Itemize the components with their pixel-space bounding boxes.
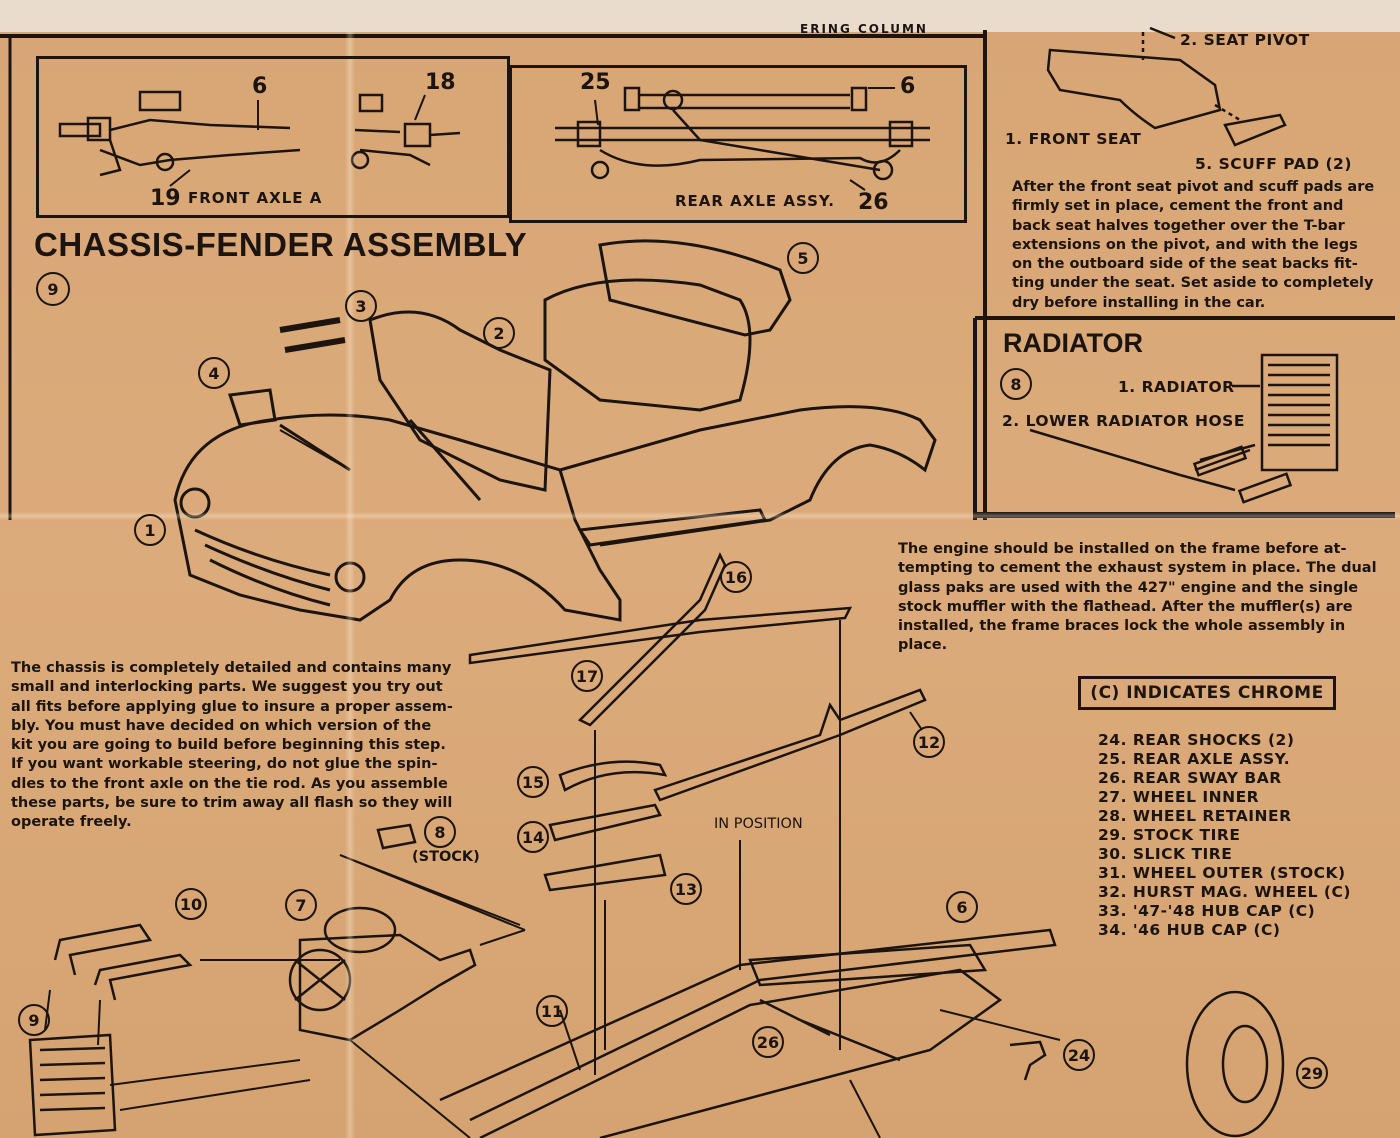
chassis-instruction-line: The chassis is completely detailed and c… <box>11 660 452 676</box>
seat-instructions: After the front seat pivot and scuff pad… <box>1012 178 1374 313</box>
callout-29: 29 <box>1296 1057 1328 1089</box>
lower-hose-label: 2. LOWER RADIATOR HOSE <box>1002 412 1245 430</box>
callout-3: 3 <box>345 290 377 322</box>
callout-9: 9 <box>18 1004 50 1036</box>
engine-instruction-line: glass paks are used with the 427" engine… <box>898 579 1359 596</box>
callout-14: 14 <box>517 821 549 853</box>
frame-drawing <box>439 552 1285 1138</box>
radiator-drawing <box>1029 353 1339 504</box>
callout-7: 7 <box>285 889 317 921</box>
callout-26: 26 <box>752 1026 784 1058</box>
chassis-instruction-line: small and interlocking parts. We suggest… <box>11 679 443 696</box>
callout-11: 11 <box>536 995 568 1027</box>
front-callout-18: 18 <box>425 70 456 95</box>
callout-8: 8 <box>424 816 456 848</box>
callout-10: 10 <box>175 888 207 920</box>
engine-instruction-line: place. <box>898 637 948 654</box>
chassis-instruction-line: dles to the front axle on the tie rod. A… <box>11 775 448 792</box>
engine-drawing <box>28 823 477 1137</box>
parts-list-item: 31. WHEEL OUTER (STOCK) <box>1098 864 1346 882</box>
parts-list-item: 33. '47-'48 HUB CAP (C) <box>1098 902 1316 920</box>
rear-axle-drawing <box>555 86 930 181</box>
parts-list: 24. REAR SHOCKS (2) 25. REAR AXLE ASSY. … <box>1098 731 1351 940</box>
parts-list-item: 26. REAR SWAY BAR <box>1098 769 1282 787</box>
paper-fold-vertical <box>345 32 355 1138</box>
callout-2: 2 <box>483 317 515 349</box>
chassis-section-title: CHASSIS-FENDER ASSEMBLY <box>34 226 528 263</box>
chassis-instruction-line: bly. You must have decided on which vers… <box>11 717 432 734</box>
callout-6: 6 <box>946 891 978 923</box>
front-axle-panel <box>36 56 510 218</box>
parts-list-item: 32. HURST MAG. WHEEL (C) <box>1098 883 1351 901</box>
parts-list-item: 34. '46 HUB CAP (C) <box>1098 921 1281 939</box>
rear-axle-caption: REAR AXLE ASSY. <box>675 192 835 210</box>
car-body-drawing <box>173 239 937 622</box>
parts-list-item: 30. SLICK TIRE <box>1098 845 1233 863</box>
callout-13: 13 <box>670 873 702 905</box>
front-axle-caption: FRONT AXLE A <box>188 189 323 207</box>
chrome-note: (C) INDICATES CHROME <box>1078 676 1336 710</box>
rear-callout-26: 26 <box>858 190 889 215</box>
seat-instruction-line: After the front seat pivot and scuff pad… <box>1012 179 1375 195</box>
chassis-instruction-line: If you want workable steering, do not gl… <box>11 756 438 773</box>
rear-callout-25: 25 <box>580 70 611 95</box>
front-seat-drawing <box>1046 26 1287 147</box>
radiator-step-number: 8 <box>1000 368 1032 400</box>
engine-instruction-line: The engine should be installed on the fr… <box>898 541 1347 557</box>
rear-axle-panel <box>509 65 967 223</box>
in-position-label: IN POSITION <box>714 816 803 832</box>
front-axle-drawing <box>58 90 461 177</box>
chassis-instruction-line: these parts, be sure to trim away all fl… <box>11 795 453 812</box>
engine-instruction-line: stock muffler with the flathead. After t… <box>898 598 1353 615</box>
callout-5: 5 <box>787 242 819 274</box>
parts-list-item: 28. WHEEL RETAINER <box>1098 807 1292 825</box>
seat-instruction-line: dry before installing in the car. <box>1012 294 1266 311</box>
callout-15: 15 <box>517 766 549 798</box>
seat-instruction-line: ting under the seat. Set aside to comple… <box>1012 275 1374 292</box>
stock-label: (STOCK) <box>412 849 480 865</box>
callout-1: 1 <box>134 514 166 546</box>
header-partial-text: ERING COLUMN <box>800 22 928 36</box>
radiator-label: 1. RADIATOR <box>1118 378 1235 396</box>
front-callout-6: 6 <box>252 74 268 99</box>
chassis-instruction-line: all fits before applying glue to insure … <box>11 698 453 715</box>
scanner-top-strip <box>0 0 1400 32</box>
chassis-instruction-line: kit you are going to build before beginn… <box>11 737 446 754</box>
seat-instruction-line: on the outboard side of the seat backs f… <box>1012 256 1358 273</box>
paper-fold-horizontal <box>0 512 1400 520</box>
chassis-instructions: The chassis is completely detailed and c… <box>11 659 453 833</box>
seat-pivot-label: 2. SEAT PIVOT <box>1180 31 1310 49</box>
callout-12: 12 <box>913 726 945 758</box>
scuff-pad-label: 5. SCUFF PAD (2) <box>1195 155 1352 173</box>
parts-list-item: 25. REAR AXLE ASSY. <box>1098 750 1291 768</box>
parts-list-item: 29. STOCK TIRE <box>1098 826 1241 844</box>
seat-instruction-line: back seat halves together over the T-bar <box>1012 217 1345 234</box>
chassis-step-number: 9 <box>36 272 70 306</box>
engine-instruction-line: installed, the frame braces lock the who… <box>898 618 1346 635</box>
engine-instructions: The engine should be installed on the fr… <box>898 540 1377 656</box>
callout-16: 16 <box>720 561 752 593</box>
front-seat-label: 1. FRONT SEAT <box>1005 130 1142 148</box>
parts-list-item: 27. WHEEL INNER <box>1098 788 1260 806</box>
callout-24: 24 <box>1063 1039 1095 1071</box>
seat-instruction-line: firmly set in place, cement the front an… <box>1012 198 1344 215</box>
callout-4: 4 <box>198 357 230 389</box>
front-callout-19: 19 <box>150 186 181 211</box>
chassis-instruction-line: operate freely. <box>11 814 132 831</box>
rear-callout-6: 6 <box>900 74 916 99</box>
parts-list-item: 24. REAR SHOCKS (2) <box>1098 731 1295 749</box>
radiator-title: RADIATOR <box>1003 328 1143 358</box>
callout-17: 17 <box>571 660 603 692</box>
engine-instruction-line: tempting to cement the exhaust system in… <box>898 560 1377 577</box>
seat-instruction-line: extensions on the pivot, and with the le… <box>1012 236 1358 253</box>
